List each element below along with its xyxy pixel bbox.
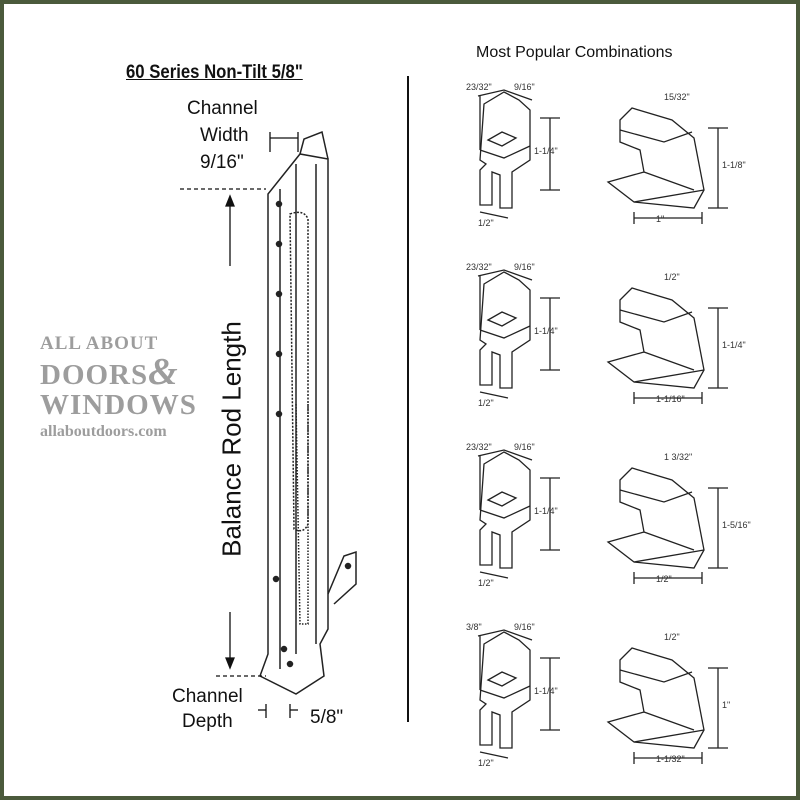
top-clip-width-1: 3/8"	[466, 622, 482, 632]
shoe-drawing	[606, 107, 705, 209]
watermark-url: allaboutdoors.com	[40, 423, 167, 440]
channel-width-value: 9/16"	[200, 152, 244, 173]
top-clip-width-1: 23/32"	[466, 82, 492, 92]
shoe-width: 1-1/32"	[656, 754, 685, 764]
shoe-detail	[619, 309, 705, 383]
top-clip-dimension-lines	[477, 269, 560, 399]
channel-width-label-2: Width	[200, 125, 249, 146]
shoe-dimension-lines	[633, 487, 728, 584]
top-clip-detail	[479, 671, 531, 699]
channel-width-label-1: Channel	[187, 98, 258, 119]
balance-rod-drawing	[259, 130, 357, 695]
shoe-width: 1"	[656, 214, 665, 224]
top-clip-detail	[479, 491, 531, 519]
channel-depth-label-2: Depth	[182, 711, 233, 732]
shoe-height: 1"	[722, 700, 731, 710]
top-clip-base-width: 1/2"	[478, 578, 494, 588]
shoe-detail	[619, 129, 705, 203]
dimension-lines	[180, 132, 299, 718]
channel-depth-label-1: Channel	[172, 686, 243, 707]
diagram-canvas: 60 Series Non-Tilt 5/8" Most Popular Com…	[4, 4, 796, 796]
top-clip-height: 1-1/4"	[534, 326, 558, 336]
top-clip-base-width: 1/2"	[478, 398, 494, 408]
shoe-dimension-lines	[633, 127, 728, 224]
top-clip-drawing	[479, 631, 531, 749]
shoe-top-dimension: 15/32"	[664, 92, 690, 102]
top-clip-height: 1-1/4"	[534, 146, 558, 156]
shoe-height: 1-1/4"	[722, 340, 746, 350]
top-clip-detail	[479, 311, 531, 339]
shoe-top-dimension: 1/2"	[664, 272, 680, 282]
top-clip-width-1: 23/32"	[466, 262, 492, 272]
shoe-width: 1-1/16"	[656, 394, 685, 404]
top-clip-width-2: 9/16"	[514, 82, 535, 92]
shoe-top-dimension: 1/2"	[664, 632, 680, 642]
shoe-drawing	[606, 467, 705, 569]
shoe-detail	[619, 489, 705, 563]
watermark-line1: ALL ABOUT	[40, 333, 159, 354]
shoe-top-dimension: 1 3/32"	[664, 452, 693, 462]
top-clip-width-2: 9/16"	[514, 622, 535, 632]
top-clip-drawing	[479, 271, 531, 389]
shoe-dimension-lines	[633, 307, 728, 404]
line-drawings	[180, 76, 728, 764]
shoe-height: 1-5/16"	[722, 520, 751, 530]
shoe-drawing	[606, 647, 705, 749]
top-clip-drawing	[479, 451, 531, 569]
top-clip-detail	[479, 131, 531, 159]
watermark-line3: WINDOWS	[40, 389, 197, 421]
top-clip-height: 1-1/4"	[534, 506, 558, 516]
top-clip-base-width: 1/2"	[478, 218, 494, 228]
channel-depth-value: 5/8"	[310, 707, 344, 728]
shoe-detail	[619, 669, 705, 743]
top-clip-width-2: 9/16"	[514, 442, 535, 452]
combinations-title: Most Popular Combinations	[476, 44, 673, 61]
top-clip-drawing	[479, 91, 531, 209]
shoe-width: 1/2"	[656, 574, 672, 584]
top-clip-width-2: 9/16"	[514, 262, 535, 272]
watermark-logo: ALL ABOUT DOORS& WINDOWS allaboutdoors.c…	[40, 334, 197, 440]
shoe-height: 1-1/8"	[722, 160, 746, 170]
watermark-amp: &	[148, 351, 179, 393]
watermark-line2: DOORS	[40, 359, 149, 391]
top-clip-dimension-lines	[477, 629, 560, 759]
balance-rod-length-label: Balance Rod Length	[216, 321, 247, 557]
top-clip-base-width: 1/2"	[478, 758, 494, 768]
top-clip-height: 1-1/4"	[534, 686, 558, 696]
shoe-dimension-lines	[633, 667, 728, 764]
top-clip-width-1: 23/32"	[466, 442, 492, 452]
top-clip-dimension-lines	[477, 89, 560, 219]
page-title: 60 Series Non-Tilt 5/8"	[126, 62, 303, 83]
shoe-drawing	[606, 287, 705, 389]
top-clip-dimension-lines	[477, 449, 560, 579]
